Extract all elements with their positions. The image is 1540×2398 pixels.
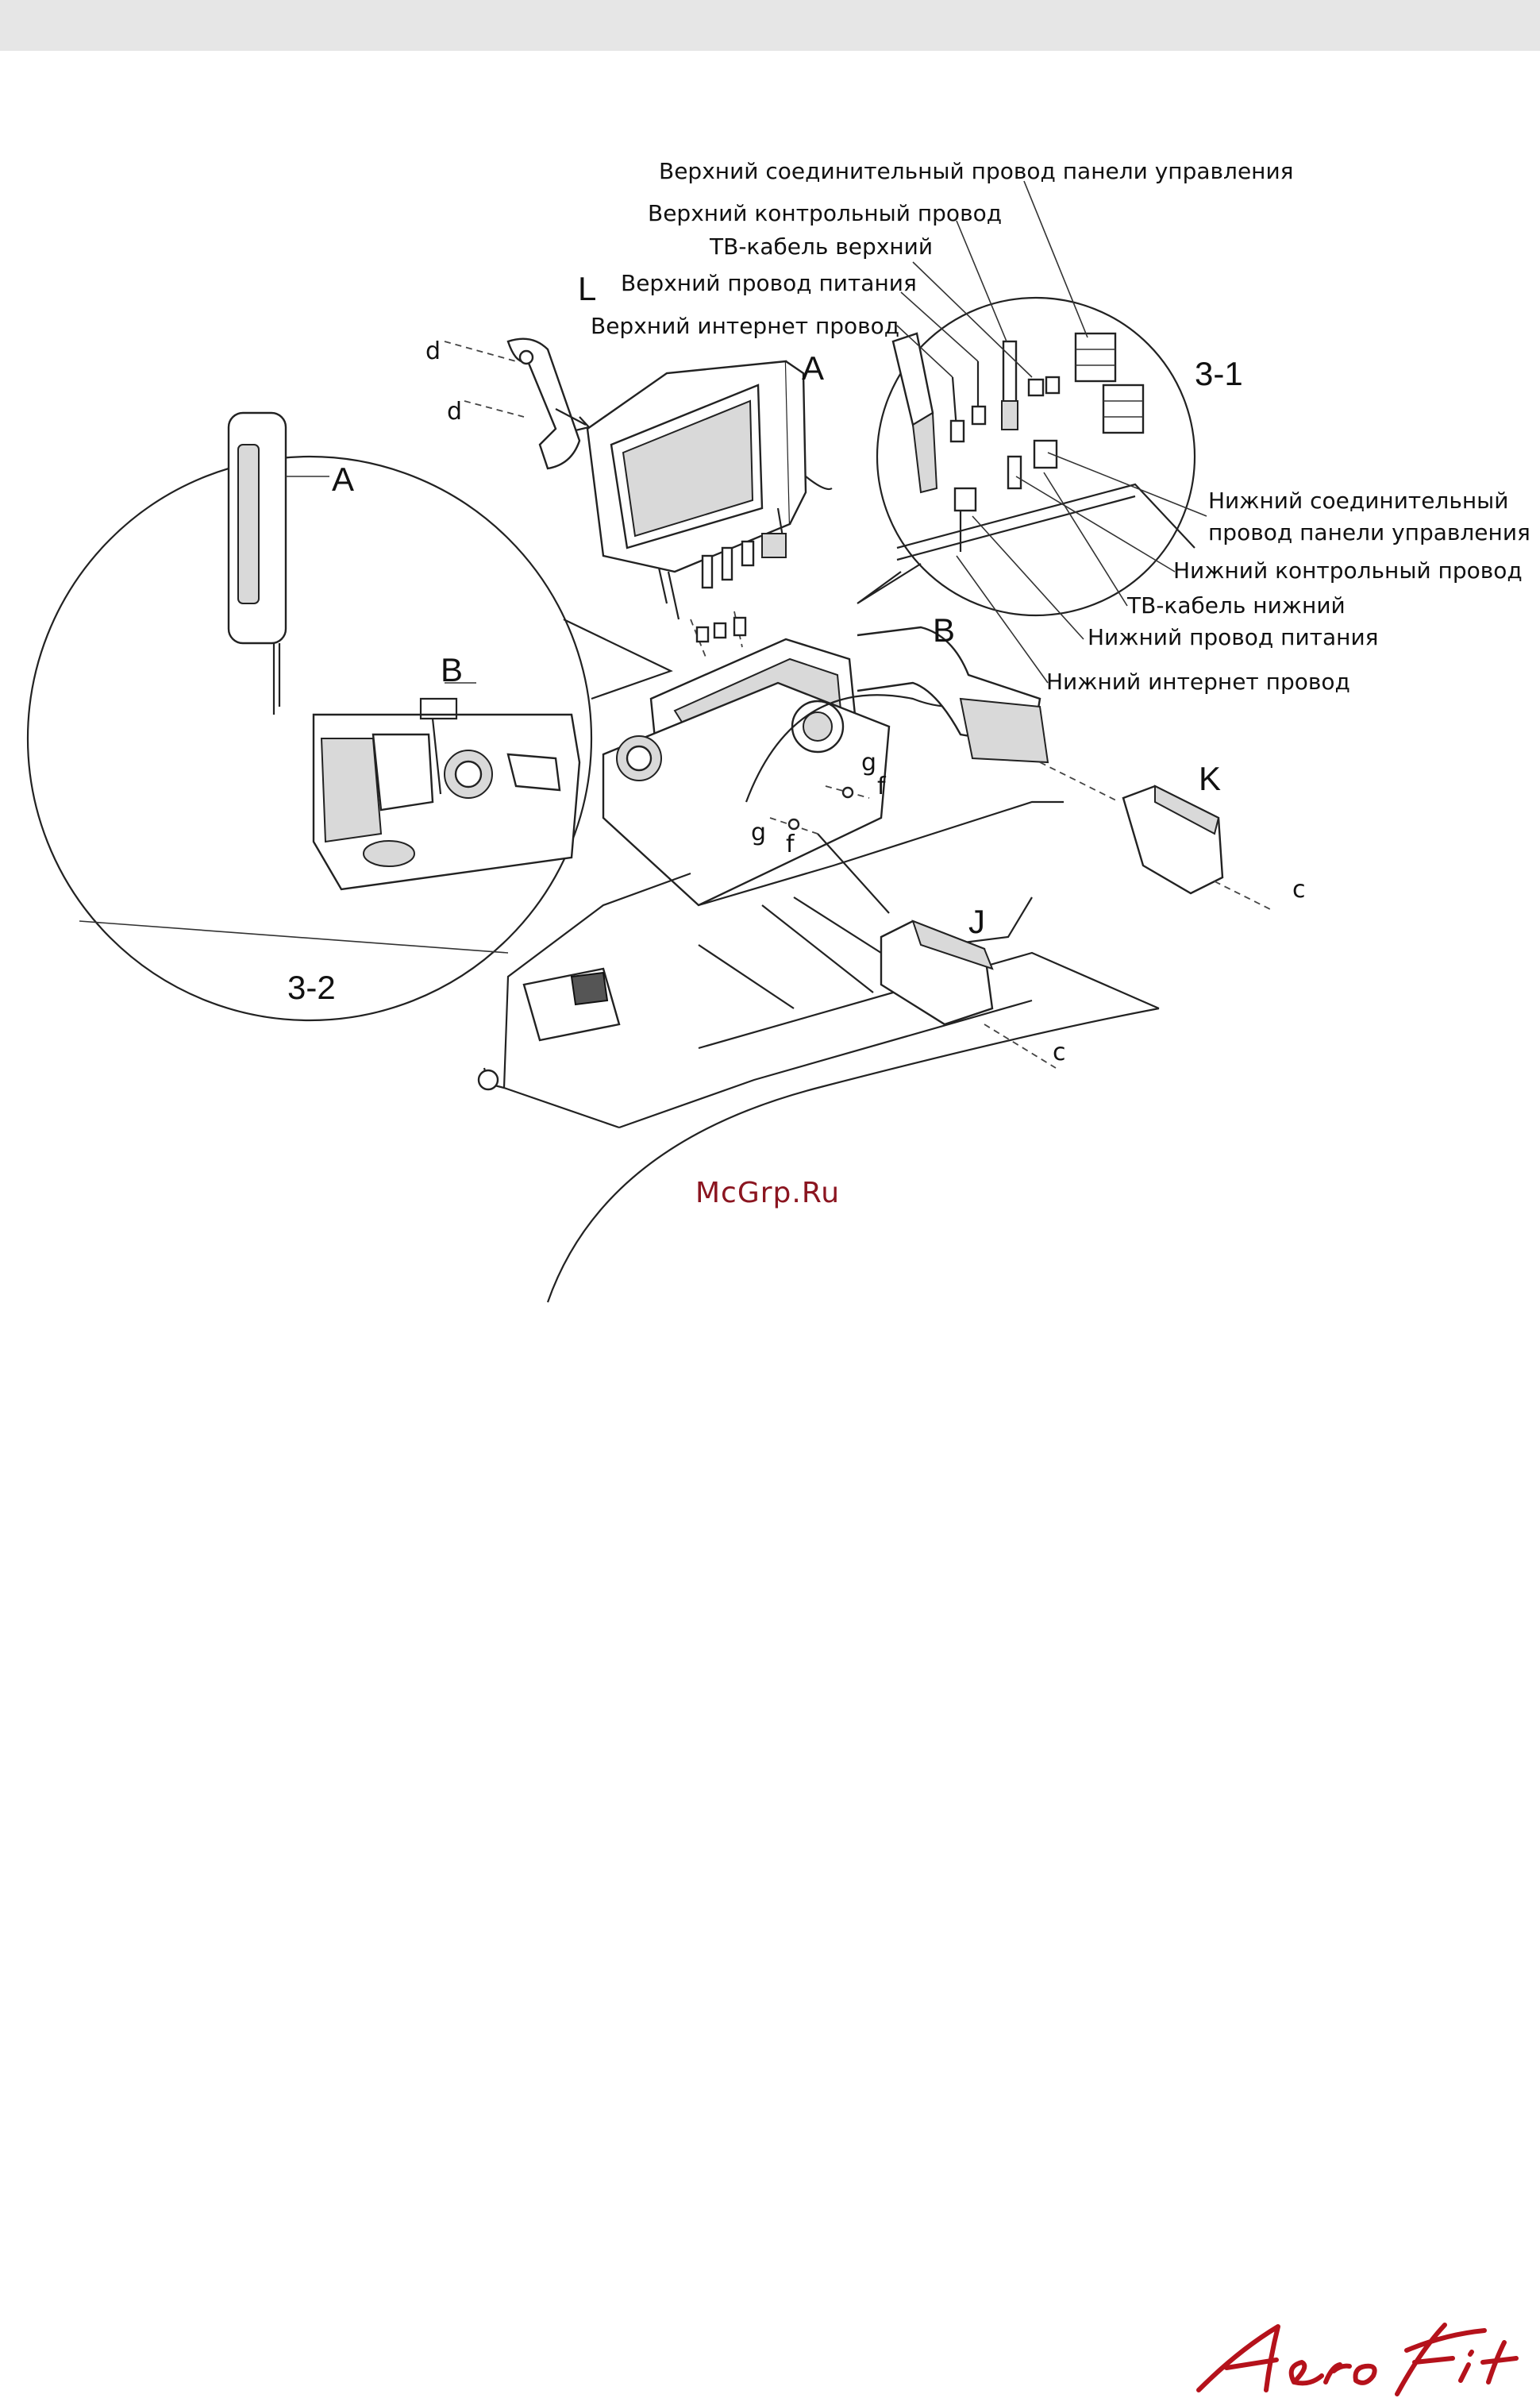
part-label-g-1: g — [861, 749, 876, 777]
watermark-text: McGrp.Ru — [695, 1177, 841, 1209]
part-label-d-2: d — [447, 398, 462, 426]
detail-circle-3-2 — [26, 455, 593, 1022]
part-label-g-2: g — [751, 819, 766, 846]
part-label-d-1: d — [425, 337, 441, 365]
assembly-diagram: Верхний соединительный провод панели упр… — [26, 158, 1530, 1303]
part-label-c-2: c — [1053, 1039, 1066, 1066]
label-tv-cable-lower: ТВ-кабель нижний — [1126, 592, 1346, 619]
part-label-A-detail: A — [332, 461, 354, 498]
part-label-f-2: f — [786, 831, 795, 858]
label-lower-internet-wire: Нижний интернет провод — [1046, 669, 1350, 695]
part-label-K: K — [1199, 760, 1221, 797]
part-label-B-detail: B — [441, 651, 463, 688]
label-lower-control-wire: Нижний контрольный провод — [1173, 557, 1523, 584]
page-header-band — [0, 0, 1540, 51]
bracket-L — [506, 337, 581, 470]
label-lower-power-wire: Нижний провод питания — [1088, 624, 1379, 650]
label-upper-control-wire: Верхний контрольный провод — [648, 200, 1002, 226]
label-lower-console-wire-line2: провод панели управления — [1208, 519, 1530, 546]
label-upper-console-wire: Верхний соединительный провод панели упр… — [659, 158, 1294, 184]
part-label-B-main: B — [933, 611, 955, 649]
aerofit-logo — [1196, 2323, 1519, 2396]
part-label-L: L — [578, 270, 596, 307]
detail-circle-3-1 — [876, 296, 1196, 617]
label-lower-console-wire-line1: Нижний соединительный — [1208, 488, 1508, 514]
inset-label-3-2: 3-2 — [287, 969, 336, 1006]
part-label-J: J — [968, 903, 985, 940]
inset-label-3-1: 3-1 — [1195, 355, 1243, 392]
part-label-c-1: c — [1292, 876, 1306, 904]
label-tv-cable-upper: ТВ-кабель верхний — [709, 233, 933, 260]
label-upper-power-wire: Верхний провод питания — [621, 270, 917, 296]
part-label-f-1: f — [877, 773, 887, 800]
label-upper-internet-wire: Верхний интернет провод — [591, 313, 899, 339]
part-label-A-main: A — [802, 349, 824, 387]
